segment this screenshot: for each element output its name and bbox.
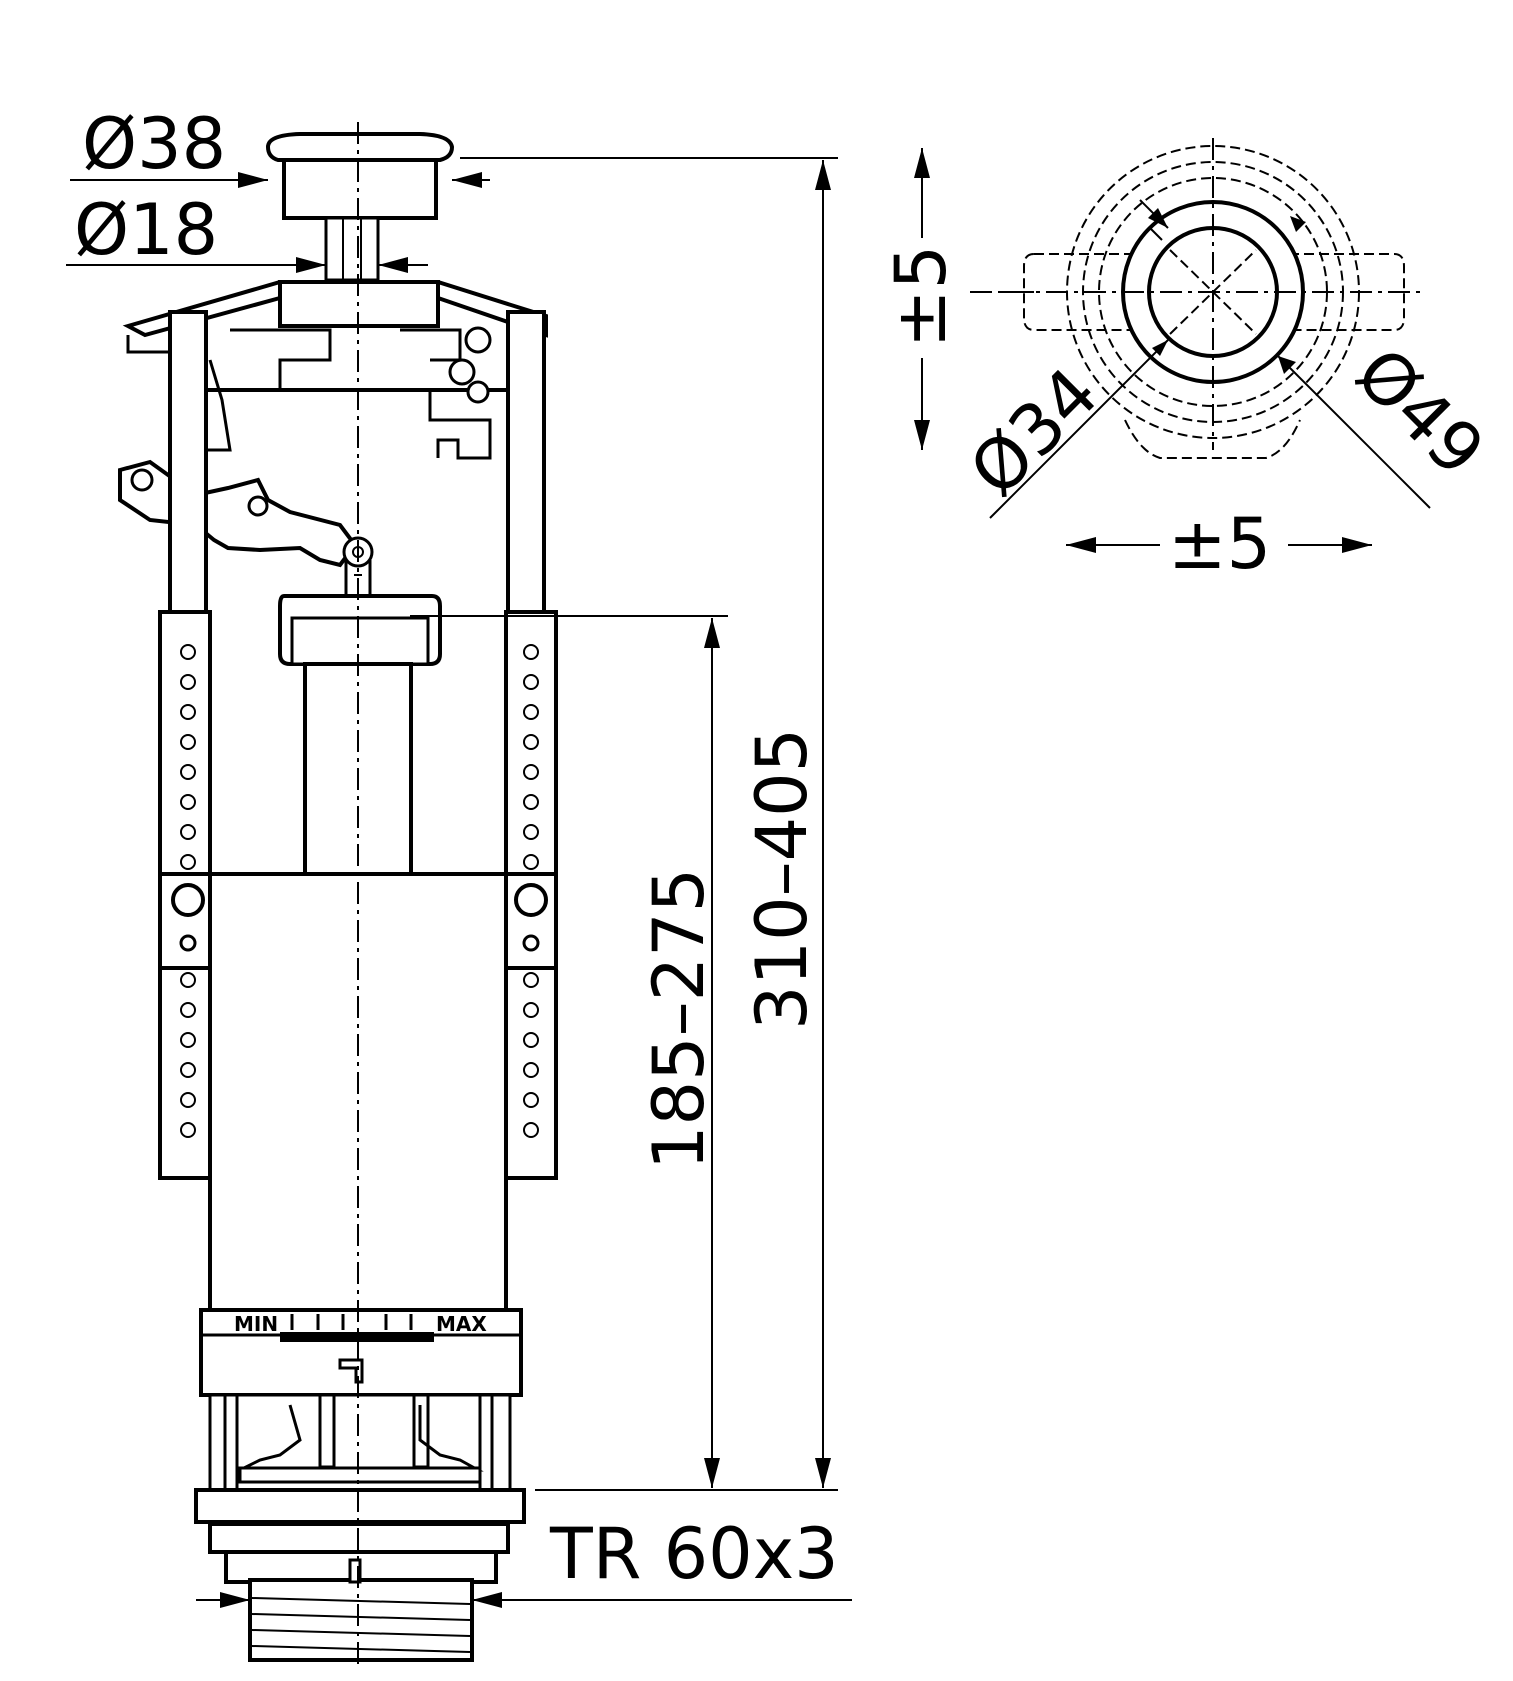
dimension-total-height: 310–405: [460, 157, 838, 1491]
total-height-label: 310–405: [741, 728, 823, 1030]
base-thread: [194, 1488, 526, 1662]
min-max-ring: MIN MAX: [199, 1308, 523, 1397]
seal-cage: [208, 1393, 512, 1497]
dimension-button-diameter: Ø38: [70, 103, 490, 188]
dimension-overflow-height: 185–275: [410, 615, 728, 1488]
outer-diameter-label: Ø49: [1340, 332, 1500, 492]
overflow-height-label: 185–275: [638, 868, 720, 1170]
right-rail: [504, 310, 558, 1180]
dimension-thread: TR 60x3: [196, 1513, 852, 1608]
dimension-vertical-tolerance: ±5: [880, 148, 962, 450]
dimension-stem-diameter: Ø18: [66, 189, 428, 273]
horizontal-tolerance-label: ±5: [1168, 503, 1271, 585]
min-label: MIN: [234, 1312, 278, 1336]
push-button: [265, 132, 455, 282]
stem-diameter-label: Ø18: [74, 189, 218, 271]
inner-diameter-label: Ø34: [954, 352, 1114, 512]
left-rail: [158, 310, 212, 1180]
flush-valve-front-view: MIN MAX: [118, 122, 558, 1666]
dimension-horizontal-tolerance: ±5: [1066, 503, 1372, 585]
vertical-tolerance-label: ±5: [880, 245, 962, 348]
overflow-cap: [278, 560, 442, 666]
thread-label: TR 60x3: [549, 1513, 839, 1595]
max-label: MAX: [436, 1312, 487, 1336]
lever-arm: [118, 459, 374, 568]
top-view: [970, 138, 1420, 459]
button-diameter-label: Ø38: [82, 103, 226, 185]
